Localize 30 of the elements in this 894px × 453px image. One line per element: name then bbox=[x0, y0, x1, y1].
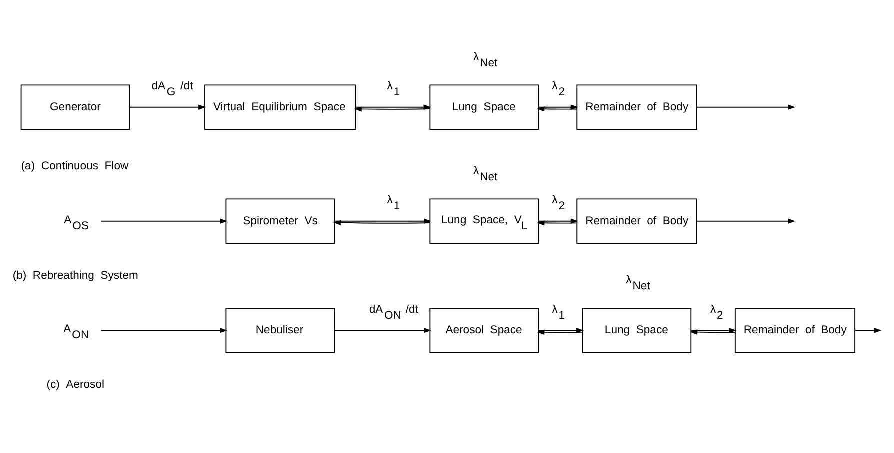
arrow bbox=[334, 218, 432, 224]
node-box: Spirometer Vs bbox=[226, 198, 336, 244]
arrow bbox=[537, 220, 578, 226]
arrow bbox=[100, 218, 228, 224]
label: (a) Continuous Flow bbox=[21, 160, 129, 172]
arrow bbox=[538, 218, 578, 224]
node-box: Generator bbox=[20, 84, 130, 130]
arrow bbox=[538, 104, 578, 110]
arrow bbox=[696, 218, 796, 224]
node-box: Nebuliser bbox=[226, 308, 336, 353]
arrow bbox=[854, 328, 882, 333]
node-box: Virtual Equilibrium Space bbox=[204, 84, 356, 130]
arrow bbox=[354, 106, 431, 112]
arrow bbox=[129, 104, 206, 110]
node-box: Remainder of Body bbox=[576, 84, 698, 130]
arrow bbox=[333, 220, 431, 226]
arrow bbox=[537, 329, 583, 335]
arrow bbox=[537, 106, 578, 112]
arrow bbox=[334, 328, 432, 333]
label: (b) Rebreathing System bbox=[12, 269, 138, 282]
arrow bbox=[356, 104, 432, 110]
node-box: Aerosol Space bbox=[430, 308, 539, 353]
arrow bbox=[538, 328, 584, 333]
node-box: Remainder of Body bbox=[734, 308, 856, 353]
node-box: Remainder of Body bbox=[576, 198, 698, 244]
arrow bbox=[696, 104, 796, 110]
node-box: Lung Space bbox=[430, 84, 539, 130]
node-box: Lung Space bbox=[582, 308, 692, 353]
label: (c) Aerosol bbox=[46, 378, 105, 391]
arrow bbox=[100, 328, 228, 333]
